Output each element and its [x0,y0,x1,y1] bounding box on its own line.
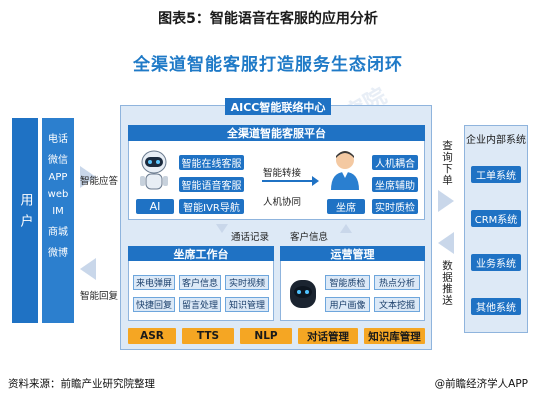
down-arrow [216,224,228,233]
workbench-button: 留言处理 [179,297,221,312]
platform-title: 全渠道智能客服平台 [128,125,425,141]
arrow-right [80,166,96,188]
transfer-arrowhead [312,176,319,186]
smart-speaker-icon [287,278,319,310]
agent-icon [328,148,362,190]
workbench-button: 来电弹屏 [133,275,175,290]
diagram-headline: 全渠道智能客服打造服务生态闭环 [133,55,403,75]
source-note: 资料来源：前瞻产业研究院整理 [8,378,155,390]
user-label: 用户 [17,193,33,235]
robot-icon [137,148,171,193]
channel-item: IM [52,206,64,217]
enterprise-title: 企业内部系统 [466,135,526,146]
agent-button: 人机耦合 [372,155,418,170]
channel-item: 微博 [48,248,68,259]
smart-transfer-label: 智能转接 [263,168,302,179]
aicc-title: AICC智能联络中心 [225,98,331,115]
tech-module: NLP [240,328,292,344]
tech-module: 对话管理 [298,328,358,344]
workbench-button: 实时视频 [225,275,269,290]
operations-title: 运营管理 [280,246,425,261]
up-arrow [340,224,352,233]
brand-credit: @前瞻经济学人APP [434,378,528,390]
operations-button: 热点分析 [374,275,420,290]
ai-label: AI [136,199,174,214]
agent-button: 坐席辅助 [372,177,418,192]
figure-title: 图表5：智能语音在客服的应用分析 [158,11,378,27]
human-collab-label: 人机协同 [263,197,302,208]
data-push-label: 数据推送 [441,260,453,306]
ai-button: 智能在线客服 [179,155,244,170]
agent-button: 实时质检 [372,199,418,214]
call-record-label: 通话记录 [231,232,270,243]
arrow-left [80,258,96,280]
enterprise-system: 其他系统 [471,298,521,315]
enterprise-system: 工单系统 [471,166,521,183]
operations-button: 文本挖掘 [374,297,420,312]
channel-item: APP [48,172,68,183]
ai-button: 智能语音客服 [179,177,244,192]
tech-module: TTS [182,328,234,344]
tech-module: ASR [128,328,176,344]
channel-item: 电话 [48,134,68,145]
smart-reply-label: 智能应答 [79,176,118,187]
operations-button: 用户画像 [325,297,370,312]
workbench-button: 知识管理 [225,297,269,312]
user-column: 用户 [12,118,38,323]
customer-info-label: 客户信息 [290,232,329,243]
arrow-left [438,232,454,254]
enterprise-system: CRM系统 [471,210,521,227]
tech-module: 知识库管理 [364,328,425,344]
workbench-button: 客户信息 [179,275,221,290]
agent-label: 坐席 [327,199,365,214]
arrow-right [438,190,454,212]
workbench-button: 快捷回复 [133,297,175,312]
channels-column: 电话 微信 APP web IM 商城 微博 [42,118,74,323]
operations-button: 智能质检 [325,275,370,290]
channel-item: web [47,189,69,200]
workbench-title: 坐席工作台 [128,246,274,261]
query-order-label: 查询下单 [441,140,453,186]
enterprise-system: 业务系统 [471,254,521,271]
channel-item: 商城 [48,227,68,238]
transfer-arrow [262,180,317,182]
smart-return-label: 智能回复 [79,291,118,302]
ai-button: 智能IVR导航 [179,199,244,214]
channel-item: 微信 [48,155,68,166]
